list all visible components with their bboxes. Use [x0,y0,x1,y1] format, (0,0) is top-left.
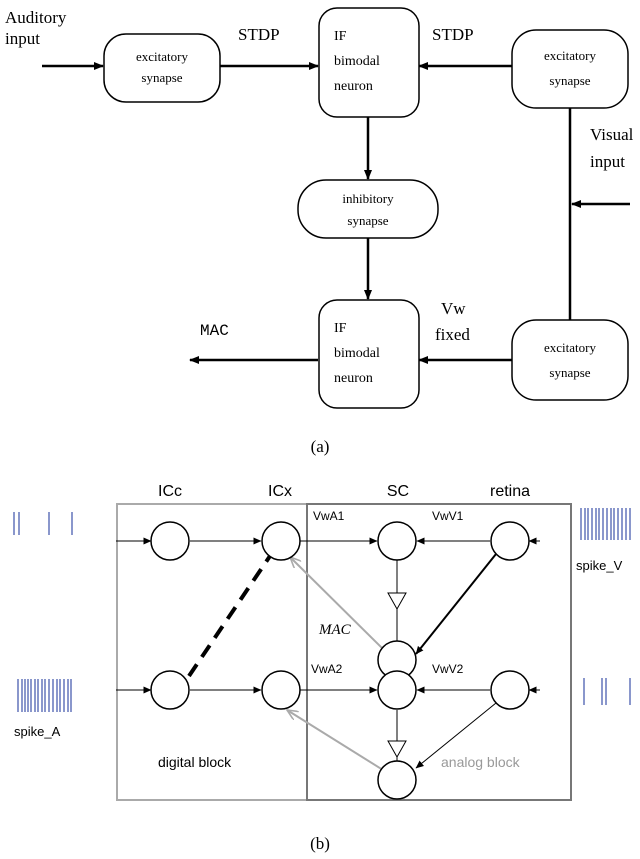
node-label: bimodal [334,346,380,361]
excitatory-synapse-right-bottom: excitatory synapse [511,319,629,401]
auditory-input-label-1: Auditory [5,8,67,27]
inhibitory-synapse: inhibitory synapse [297,179,439,239]
weight-label-vwv2: VwV2 [432,662,464,676]
excitatory-synapse-left: excitatory synapse [103,33,221,103]
digital-block-label: digital block [158,754,232,770]
feedback-arrow [287,710,384,771]
stdp-left-label: STDP [238,25,280,44]
diagram-b: ICc ICx SC retina VwA1 VwV1 VwA2 VwV2 [13,483,631,853]
spike-a-label: spike_A [14,724,61,739]
neuron-sc-mac-2 [377,760,417,800]
caption-b: (b) [310,834,330,853]
node-label: IF [334,29,347,44]
node-label: neuron [334,371,373,386]
neuron-sc-2 [377,670,417,710]
analog-block-border [306,503,572,801]
caption-a: (a) [311,437,330,456]
spike-train-visual-bottom [583,678,631,705]
edge [415,553,497,655]
header-retina: retina [490,483,530,500]
vw-label: Vw [441,299,466,318]
node-label: neuron [334,79,373,94]
if-neuron-bottom: IF bimodal neuron [318,299,420,409]
inhibitory-triangle [387,740,407,759]
node-label: excitatory [136,49,188,64]
visual-input-label-1: Visual [590,125,634,144]
excitatory-synapse-right-top: excitatory synapse [511,29,629,109]
spike-train-audio-bottom [17,679,72,712]
neuron-icx-1 [261,521,301,561]
visual-input-label-2: input [590,152,625,171]
neuron-retina-2 [490,670,530,710]
header-sc: SC [387,483,409,500]
spike-train-visual-top [580,508,631,540]
auditory-input-label-2: input [5,29,40,48]
mac-label: MAC [318,622,352,638]
node-label: synapse [141,70,182,85]
neuron-icc-2 [150,670,190,710]
diagram-a: Auditory input STDP STDP Visual input Vw… [5,7,634,456]
header-icx: ICx [268,483,292,500]
node-label: synapse [347,213,388,228]
neuron-sc-1 [377,521,417,561]
header-icc: ICc [158,483,182,500]
node-label: excitatory [544,340,596,355]
node-label: excitatory [544,48,596,63]
inhibitory-triangle [387,592,407,611]
feedback-arrow [290,557,384,650]
dashed-connection [187,554,272,678]
weight-label-vwv1: VwV1 [432,509,464,523]
neuron-retina-1 [490,521,530,561]
if-neuron-top: IF bimodal neuron [318,7,420,118]
weight-label-vwa2: VwA2 [311,662,343,676]
stdp-right-label: STDP [432,25,474,44]
fixed-label: fixed [435,325,470,344]
node-label: synapse [549,365,590,380]
spike-v-label: spike_V [576,558,623,573]
edge [415,702,497,769]
analog-block-label: analog block [441,754,521,770]
node-label: synapse [549,73,590,88]
mac-output-label: MAC [200,322,229,340]
node-label: inhibitory [342,191,394,206]
neuron-icc-1 [150,521,190,561]
weight-label-vwa1: VwA1 [313,509,345,523]
spike-train-audio-top [13,512,73,535]
node-label: bimodal [334,54,380,69]
neuron-icx-2 [261,670,301,710]
node-label: IF [334,321,347,336]
